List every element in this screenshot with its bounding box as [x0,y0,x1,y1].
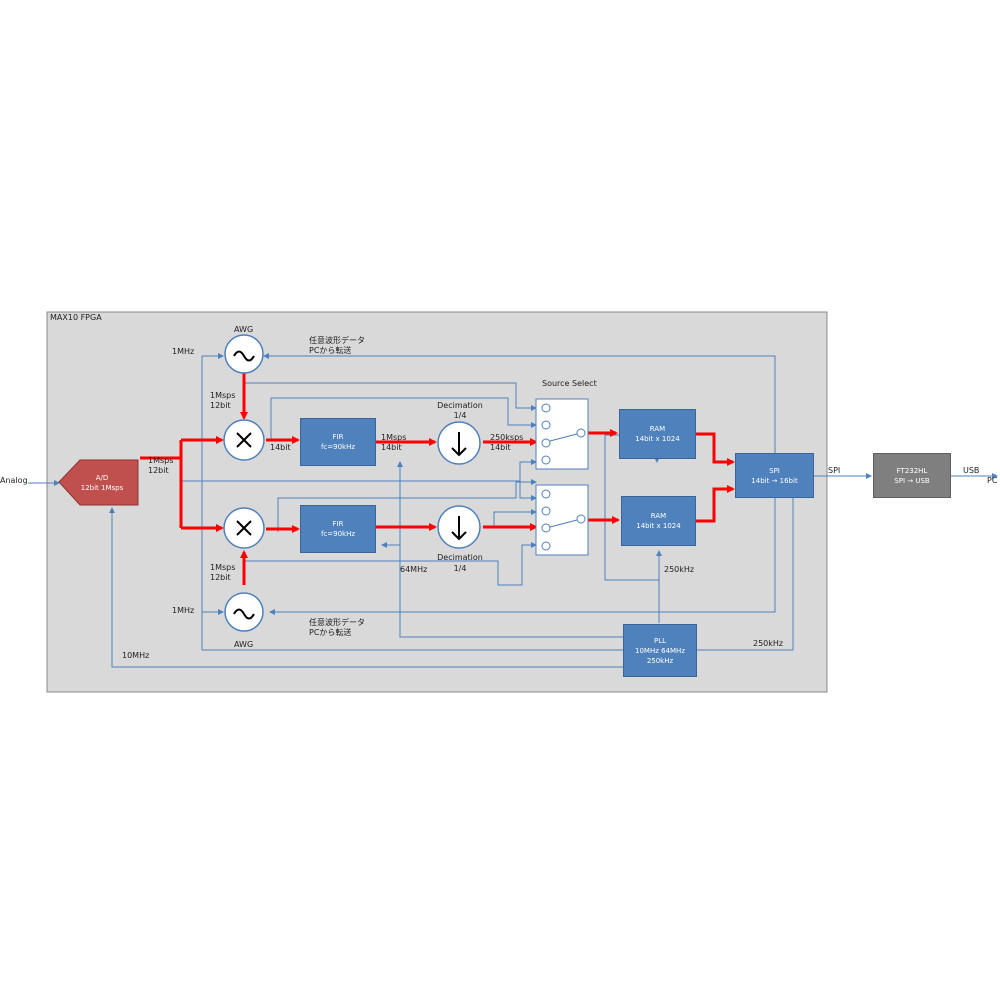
spi-line1: SPI [769,466,780,475]
source-select-top [535,398,589,470]
adc-line2: 12bit 1Msps [80,484,124,492]
signal-lines [140,373,735,585]
source-select-label: Source Select [542,379,597,388]
awg-bottom-note2: PCから転送 [309,628,352,637]
awg-bottom-rate: 1Msps [210,563,236,572]
fir-bottom-line2: fc=90kHz [320,530,356,538]
fir-top-line2: fc=90kHz [320,443,356,451]
fir-top-line1: FIR [332,433,344,441]
awg-bottom-bits: 12bit [210,573,231,582]
ram-bottom-line1: RAM [650,512,667,520]
awg-top-rate: 1Msps [210,391,236,400]
pll-250khz-spi-label: 250kHz [753,639,784,648]
dec-out-bits: 14bit [490,443,511,452]
ram-top-line2: 14bit x 1024 [635,435,680,443]
awg-bottom-label: AWG [234,640,254,649]
pll-10mhz-label: 10MHz [122,651,150,660]
ft232-block: FT232HL SPI → USB [873,453,951,498]
ram-bottom-line2: 14bit x 1024 [636,522,681,530]
awg-top-circle [224,334,264,374]
ft232-line2: SPI → USB [894,476,930,485]
dec-out-rate: 250ksps [490,433,524,442]
fir-top-block: FIR fc=90kHz [300,418,376,466]
adc-bits-label: 12bit [148,466,169,475]
fir-bottom-block: FIR fc=90kHz [300,505,376,553]
decimation-top-line1: Decimation [437,401,483,410]
adc-rate-label: 1Msps [148,456,174,465]
spi-block: SPI 14bit → 16bit [735,453,814,498]
decimation-bottom-line2: 1/4 [453,564,467,573]
pll-block: PLL 10MHz 64MHz 250kHz [623,624,697,677]
pll-250khz-ram-label: 250kHz [664,565,695,574]
ram-top-line1: RAM [649,425,666,433]
awg-top-note2: PCから転送 [309,346,352,355]
pll-line2: 10MHz 64MHz [635,646,685,655]
control-lines [28,353,998,668]
clk-64mhz-line [397,461,623,638]
pll-line1: PLL [653,636,667,645]
awg-data-line-top [263,353,776,453]
awg-bottom-clock: 1MHz [172,606,195,615]
pll-64mhz-label: 64MHz [400,565,428,574]
awg-bottom-circle [224,592,264,632]
analog-label: Analog [0,476,28,485]
spi-line2: 14bit → 16bit [751,476,798,485]
decimation-top-line2: 1/4 [453,411,467,420]
fir-out-bits: 14bit [381,443,402,452]
adc-block [58,459,139,506]
fpga-panel [46,311,828,693]
ram-top-block: RAM 14bit x 1024 [619,409,696,459]
ft232-line1: FT232HL [896,466,928,475]
clk-10mhz-line [109,507,623,668]
fir-out-rate: 1Msps [381,433,407,442]
pc-label: PC [987,476,998,485]
usb-label: USB [963,466,980,475]
mult-out-bits: 14bit [270,443,291,452]
adc-line1: A/D [95,474,109,482]
awg-top-label: AWG [234,325,254,334]
decimation-bottom-line1: Decimation [437,553,483,562]
fir-bottom-line1: FIR [332,520,344,528]
clk-250khz-spi-line [697,472,796,651]
source-select-bottom [535,484,589,556]
awg-top-note1: 任意波形データ [309,336,365,345]
spi-out-label: SPI [828,466,841,475]
ram-bottom-block: RAM 14bit x 1024 [621,496,696,546]
fpga-title: MAX10 FPGA [50,313,102,322]
awg-data-line-bottom [269,497,776,615]
pll-line3: 250kHz [646,656,674,665]
awg-top-bits: 12bit [210,401,231,410]
adc-label: A/D 12bit 1Msps [66,464,138,502]
awg-bottom-note1: 任意波形データ [309,618,365,627]
awg-top-clock: 1MHz [172,347,195,356]
